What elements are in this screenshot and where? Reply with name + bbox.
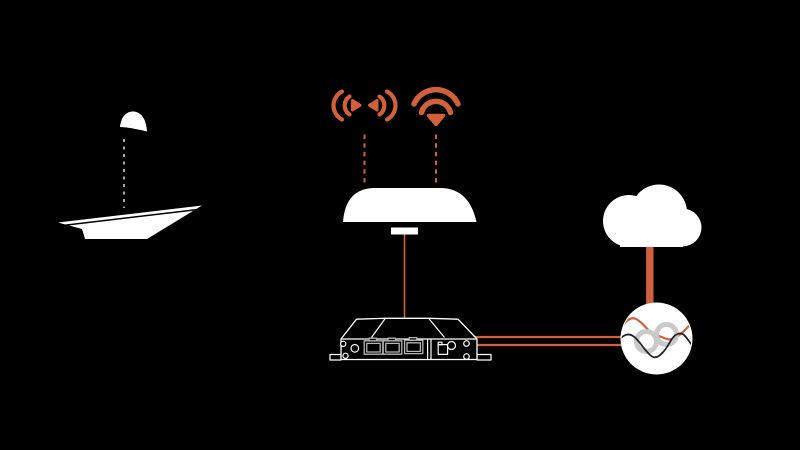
roof-panel-seam — [58, 208, 199, 227]
router-screw — [340, 340, 347, 347]
wifi-dot — [426, 113, 446, 127]
cellular-dot-left — [351, 99, 362, 112]
cellular-signal-icon — [331, 89, 398, 122]
ethernet-port-2 — [382, 337, 403, 355]
dark-sine-wave — [621, 332, 692, 359]
antenna-crescent-icon — [120, 111, 147, 132]
router-device-icon — [329, 317, 492, 361]
router-mounting-flange-right — [476, 353, 492, 361]
dome-antenna-icon — [343, 188, 477, 222]
router-screw — [342, 352, 349, 359]
wifi-signal-icon — [411, 86, 461, 127]
router-screw — [463, 340, 470, 347]
router-screw — [463, 353, 470, 360]
antenna-mount-base — [391, 227, 418, 235]
dome-antenna-group — [343, 188, 477, 235]
ethernet-port-1 — [363, 337, 384, 355]
ethernet-port-3 — [403, 336, 424, 355]
roof-panel-icon — [58, 205, 202, 239]
cloud-to-circle-line — [646, 244, 654, 308]
router-sim-slot-divider — [427, 338, 432, 360]
cellular-dot-right — [368, 99, 379, 112]
router-roof-inner-right — [428, 318, 445, 338]
router-antenna-connector-right — [446, 340, 457, 351]
router-roof-inner-left — [371, 318, 386, 338]
mounted-antenna-group — [58, 111, 202, 239]
cloud-icon — [603, 184, 702, 247]
router-mounting-flange-left — [329, 353, 342, 361]
signal-waves-circle-icon — [620, 302, 693, 375]
router-power-port — [437, 341, 449, 356]
router-antenna-connector-left — [350, 343, 360, 353]
